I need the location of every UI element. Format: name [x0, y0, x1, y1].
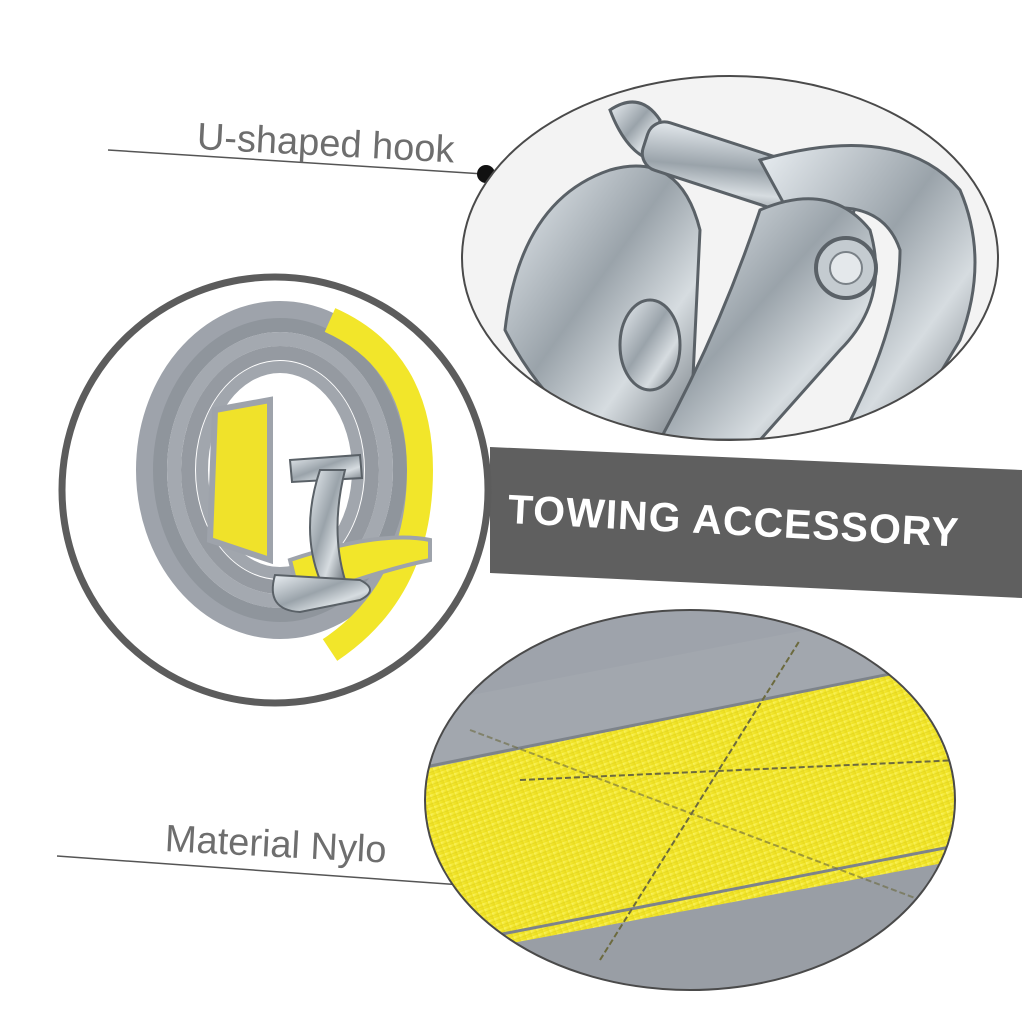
material-callout-line — [56, 855, 463, 886]
webbing-closeup — [425, 610, 955, 990]
banner-background — [490, 447, 1022, 598]
shackle-closeup — [462, 76, 998, 440]
hook-callout-line — [107, 149, 485, 175]
coiled-strap — [136, 301, 434, 661]
coil-circle-border — [58, 273, 492, 707]
